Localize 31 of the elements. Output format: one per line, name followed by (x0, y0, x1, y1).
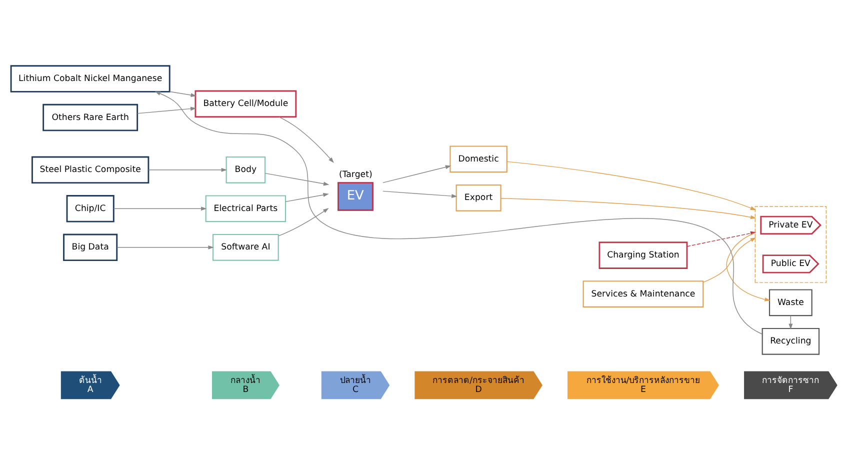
node-box: Recycling (762, 327, 820, 354)
arrow (500, 197, 756, 219)
node-box: Services & Maintenance (582, 280, 704, 308)
node-box: Big Data (63, 233, 118, 261)
node-label: (Target) (338, 169, 372, 180)
arrow (137, 106, 196, 114)
node-box: Steel Plastic Composite (31, 156, 150, 184)
arrow (382, 164, 452, 183)
node-box: Waste (768, 288, 812, 316)
node-box: Domestic (450, 145, 508, 172)
arrow (506, 160, 756, 210)
node-box: Battery Cell/Module (194, 90, 297, 118)
node-box: Software AI (212, 233, 279, 260)
arrow (113, 206, 207, 210)
arrow (148, 167, 228, 172)
node-box: Others Rare Earth (42, 103, 138, 131)
cluster (754, 206, 827, 282)
arrow (285, 192, 329, 202)
arrow (169, 90, 197, 97)
arrow (702, 236, 756, 282)
node-box: Lithium Cobalt Nickel Manganese (10, 64, 170, 92)
node-box: Electrical Parts (205, 194, 286, 222)
node-box: Chip/IC (66, 194, 114, 222)
node-box: Charging Station (598, 241, 688, 268)
arrow (278, 116, 334, 162)
arrow (278, 208, 329, 236)
arrow (116, 244, 214, 249)
node-box: Body (226, 156, 266, 183)
arrow (264, 172, 330, 186)
node-box: Export (456, 184, 502, 211)
arrow (382, 190, 458, 198)
